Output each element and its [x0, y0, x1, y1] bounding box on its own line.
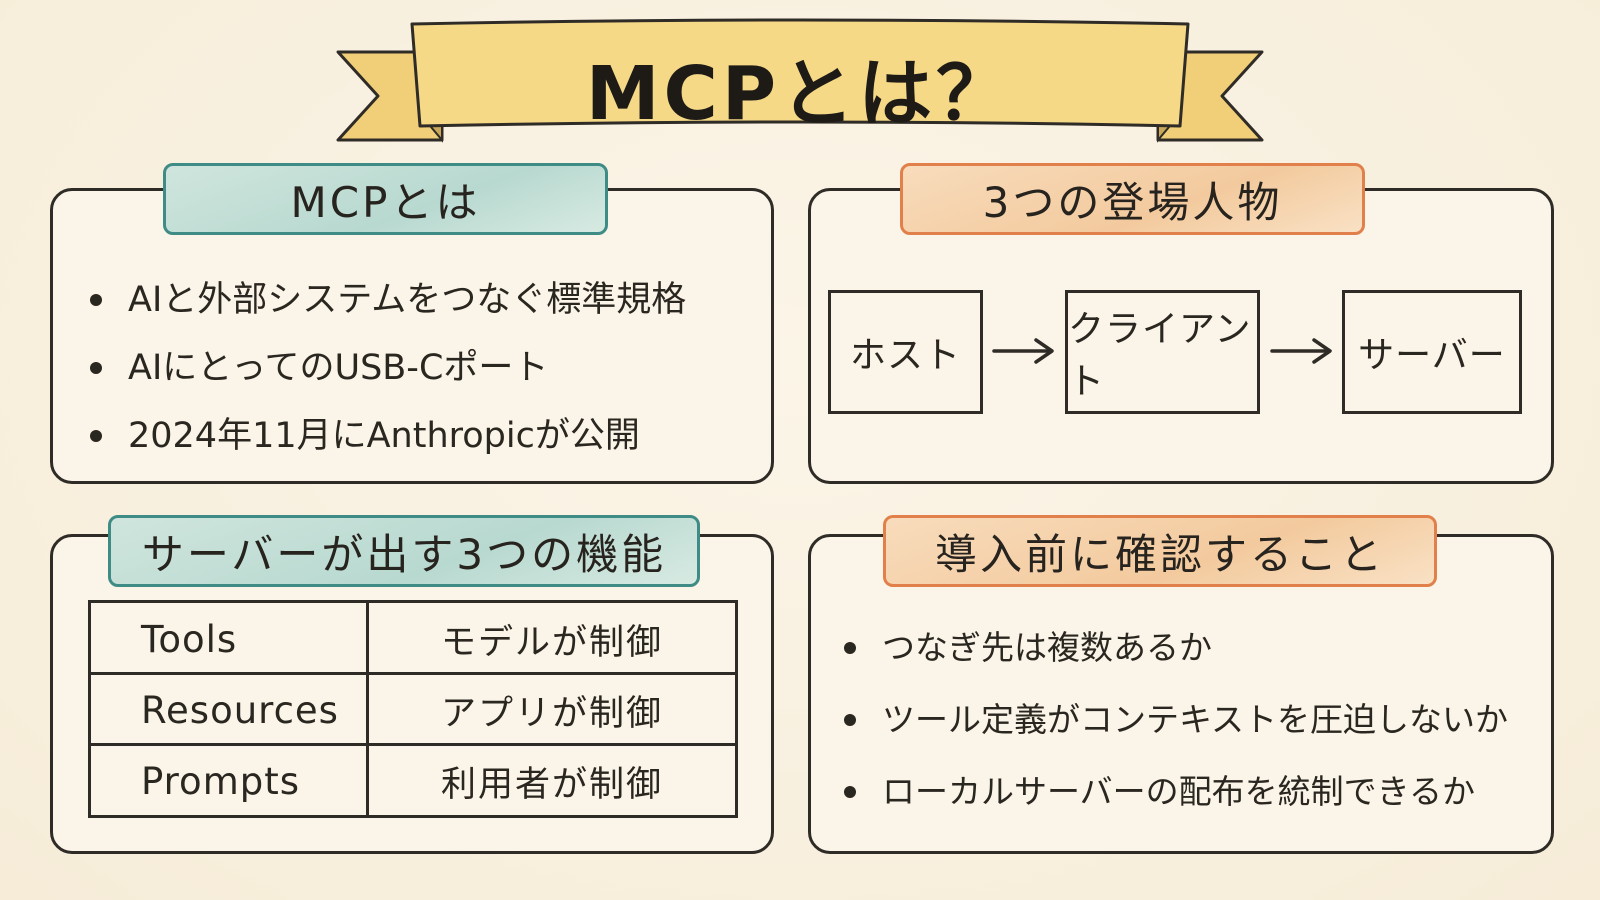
list-item: つなぎ先は複数あるか: [842, 612, 1508, 684]
bullet-icon: [844, 786, 856, 798]
bullet-icon: [90, 430, 102, 442]
features-table: Tools モデルが制御 Resources アプリが制御 Prompts 利用…: [88, 600, 738, 818]
feature-name-cell: Prompts: [91, 745, 369, 817]
bullet-text: ツール定義がコンテキストを圧迫しないか: [882, 700, 1509, 740]
checklist-bullet-list: つなぎ先は複数あるか ツール定義がコンテキストを圧迫しないか ローカルサーバーの…: [842, 612, 1508, 828]
right-arrow-icon: [992, 338, 1054, 364]
flow-node-host: ホスト: [828, 290, 983, 414]
feature-control-cell: アプリが制御: [440, 693, 663, 734]
actors-heading: 3つの登場人物: [900, 163, 1365, 235]
bullet-text: ローカルサーバーの配布を統制できるか: [882, 772, 1476, 812]
list-item: AIと外部システムをつなぐ標準規格: [88, 266, 686, 334]
bullet-text: AIにとってのUSB-Cポート: [128, 348, 549, 388]
right-arrow-icon: [1270, 338, 1332, 364]
checklist-panel: [808, 534, 1554, 854]
about-bullet-list: AIと外部システムをつなぐ標準規格 AIにとってのUSB-Cポート 2024年1…: [88, 266, 686, 470]
list-item: 2024年11月にAnthropicが公開: [88, 402, 686, 470]
bullet-icon: [844, 642, 856, 654]
table-row: Resources アプリが制御: [91, 674, 735, 746]
bullet-icon: [844, 714, 856, 726]
feature-control-cell: モデルが制御: [440, 622, 663, 663]
about-heading: MCPとは: [163, 163, 608, 235]
table-row: Tools モデルが制御: [91, 603, 735, 675]
page-title: MCPとは？: [585, 50, 1015, 137]
list-item: AIにとってのUSB-Cポート: [88, 334, 686, 402]
table-row: Prompts 利用者が制御: [91, 745, 735, 817]
features-heading: サーバーが出す3つの機能: [108, 515, 700, 587]
about-panel: [50, 188, 774, 484]
list-item: ローカルサーバーの配布を統制できるか: [842, 756, 1508, 828]
feature-control-cell: 利用者が制御: [440, 764, 663, 805]
bullet-text: AIと外部システムをつなぐ標準規格: [128, 280, 687, 320]
title-banner: MCPとは？: [330, 14, 1270, 154]
bullet-icon: [90, 362, 102, 374]
bullet-icon: [90, 294, 102, 306]
flow-node-server: サーバー: [1342, 290, 1522, 414]
feature-name-cell: Tools: [91, 603, 369, 675]
flow-node-client: クライアント: [1065, 290, 1260, 414]
ribbon-icon: [336, 18, 1264, 143]
checklist-heading: 導入前に確認すること: [883, 515, 1437, 587]
feature-name-cell: Resources: [91, 674, 369, 746]
bullet-text: 2024年11月にAnthropicが公開: [128, 416, 640, 456]
list-item: ツール定義がコンテキストを圧迫しないか: [842, 684, 1508, 756]
bullet-text: つなぎ先は複数あるか: [882, 628, 1212, 668]
